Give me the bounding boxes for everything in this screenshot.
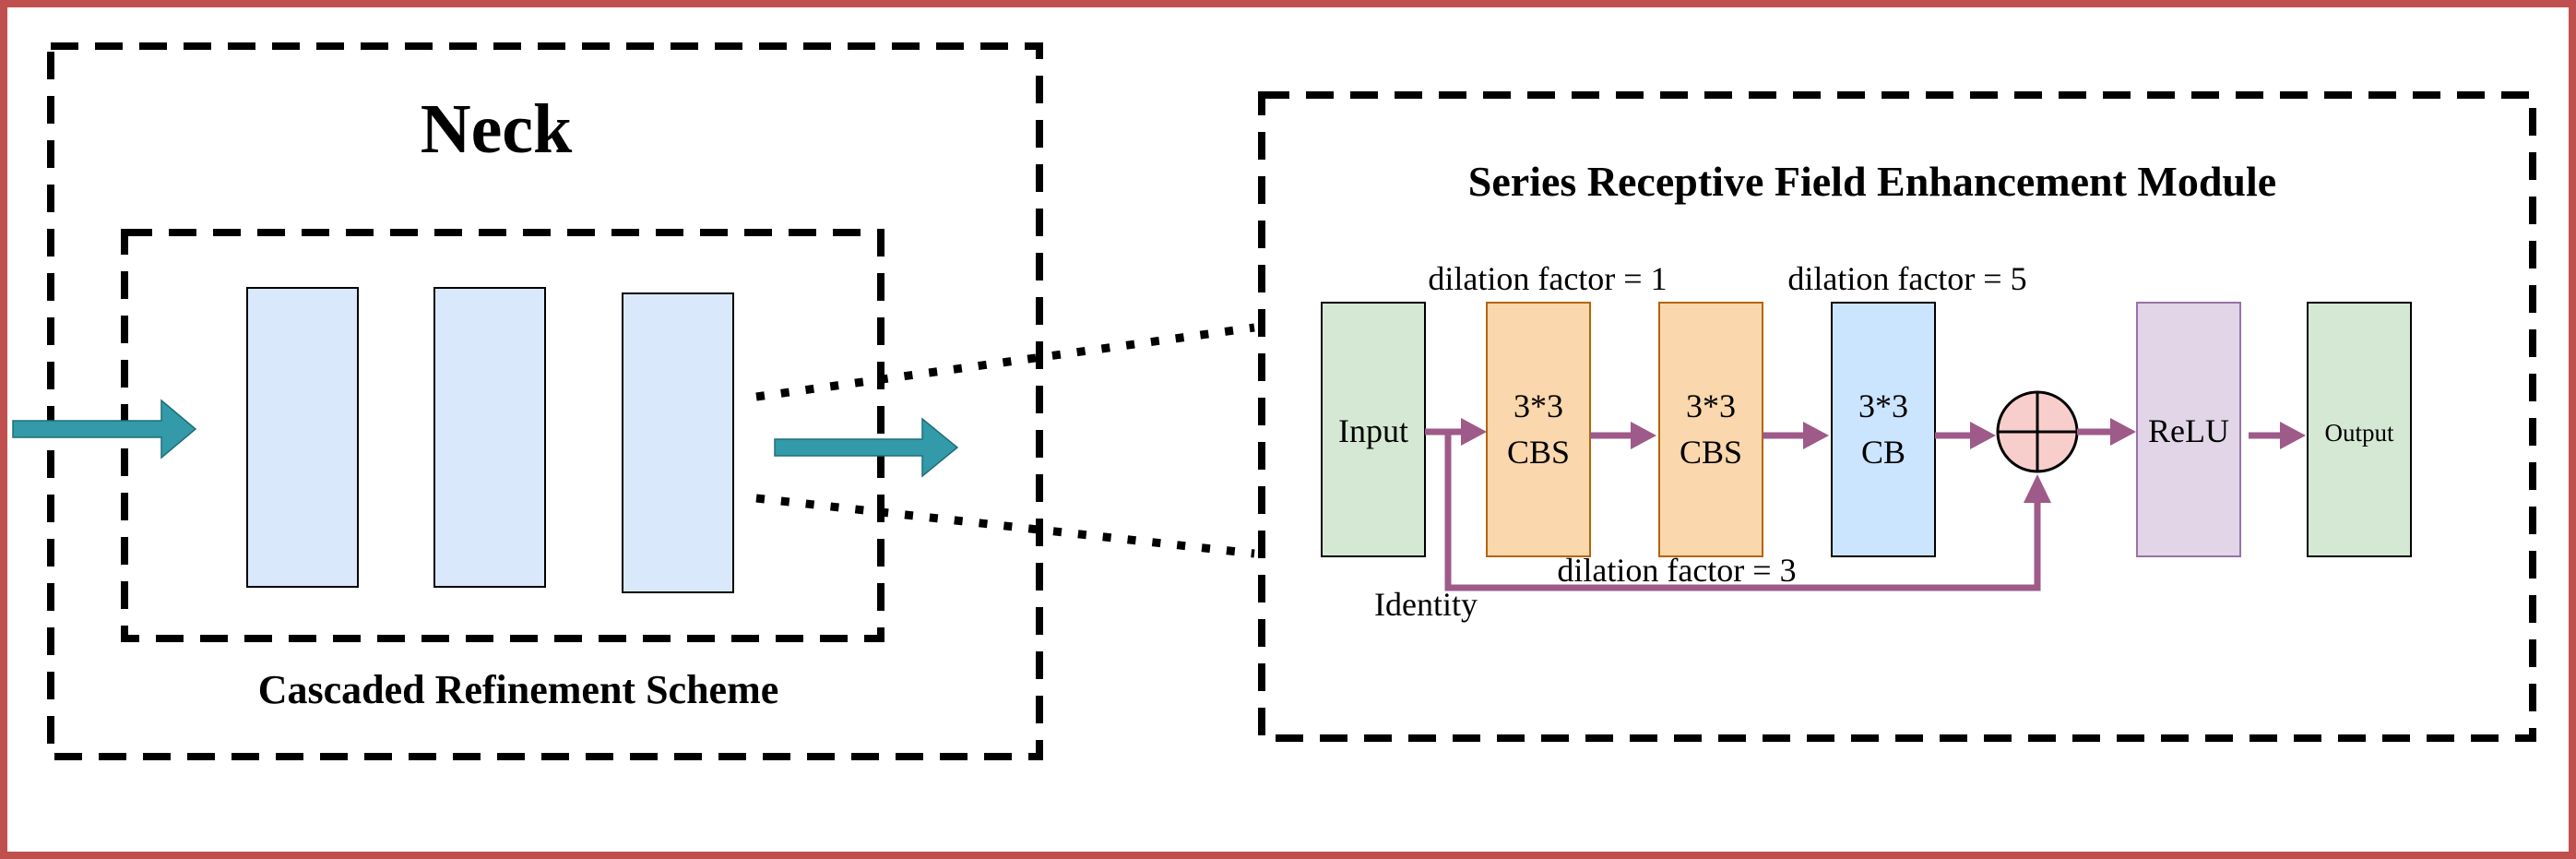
module-title: Series Receptive Field Enhancement Modul… <box>1468 158 2276 205</box>
arrow-sum-to-relu <box>2077 418 2136 446</box>
dilation-label-1: dilation factor = 1 <box>1428 260 1667 297</box>
input-label: Input <box>1338 412 1408 449</box>
cbs-block-2-line1: 3*3 <box>1686 388 1736 424</box>
cbs-block-1-line1: 3*3 <box>1514 388 1563 424</box>
zoom-line-bottom <box>755 494 1255 558</box>
dilation-label-3: dilation factor = 3 <box>1557 552 1796 589</box>
zoom-line-top <box>755 323 1255 401</box>
module-dashed-box <box>1258 91 2536 742</box>
cb-block-line2: CB <box>1861 434 1905 471</box>
refinement-block-3 <box>622 292 734 593</box>
relu-block <box>2136 302 2241 557</box>
identity-label: Identity <box>1374 586 1478 623</box>
arrow-cbs2-to-cb <box>1763 422 1829 449</box>
sum-node <box>1996 390 2079 473</box>
flow-arrows <box>1425 418 2306 591</box>
dilation-label-5: dilation factor = 5 <box>1787 260 2026 297</box>
output-block <box>2307 302 2412 557</box>
refinement-block-1 <box>246 287 359 588</box>
arrow-cbs1-to-cbs2 <box>1590 422 1656 449</box>
output-label: Output <box>2324 419 2394 447</box>
cbs-block-1 <box>1486 302 1591 557</box>
teal-output-arrow <box>774 417 959 478</box>
cbs-block-2 <box>1658 302 1763 557</box>
cbs-block-2-line2: CBS <box>1680 434 1742 471</box>
refinement-block-2 <box>433 287 546 588</box>
neck-title: Neck <box>421 90 573 168</box>
arrow-cb-to-sum <box>1935 422 1996 449</box>
arrow-relu-to-output <box>2249 422 2306 449</box>
arrow-input-to-cbs1 <box>1425 418 1487 446</box>
cascaded-refinement-caption: Cascaded Refinement Scheme <box>258 667 779 712</box>
neck-dashed-box <box>47 42 1043 760</box>
teal-input-arrow <box>12 399 197 459</box>
cb-block-line1: 3*3 <box>1858 388 1908 424</box>
cb-block <box>1831 302 1936 557</box>
relu-label: ReLU <box>2148 412 2229 449</box>
cascaded-refinement-dashed-box <box>121 229 884 642</box>
cbs-block-1-line2: CBS <box>1507 434 1570 471</box>
identity-skip-arrow <box>1444 432 2051 591</box>
